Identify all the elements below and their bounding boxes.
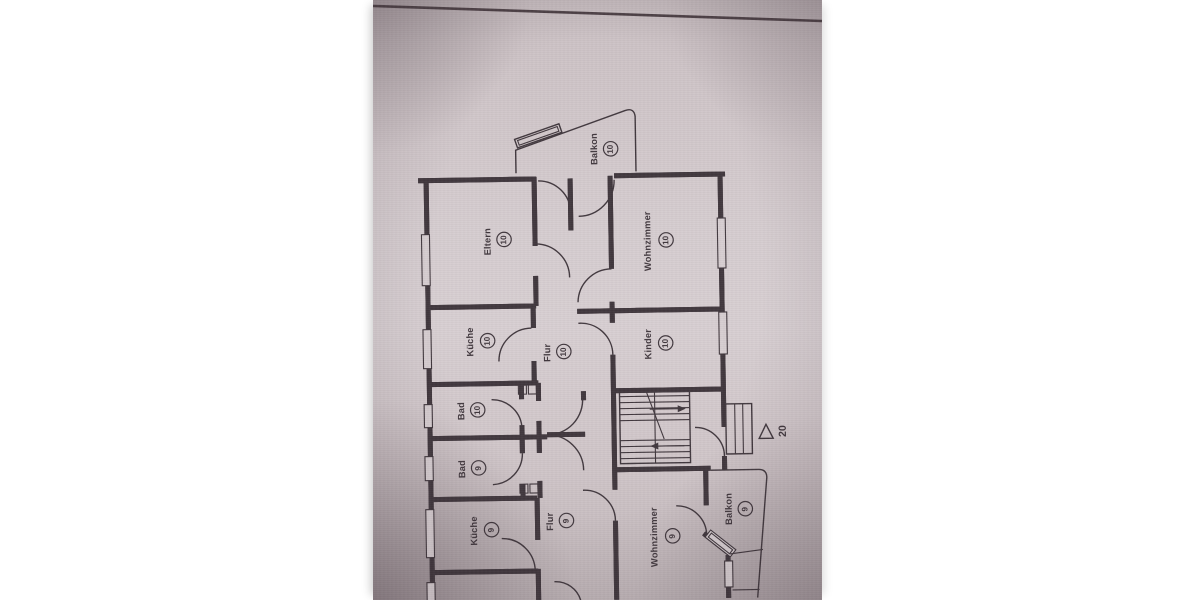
room-label-bad10: Bad 10 (456, 402, 486, 420)
room-number: 9 (740, 506, 749, 511)
room-number-circle (556, 343, 572, 360)
floorplan-photo: Balkon 10 Eltern 10 Wohnzimmer 10 Küche (373, 0, 822, 600)
walls (418, 174, 732, 600)
room-number-circle (657, 335, 674, 351)
window-wohnzimmer9 (724, 560, 734, 588)
room-number: 9 (487, 527, 496, 532)
balcony9-door-window (704, 529, 737, 558)
room-number: 10 (606, 144, 615, 154)
room-label-kueche9: Küche 9 (469, 516, 500, 546)
room-label-kinder: Kinder 10 (643, 329, 674, 360)
entrance-marker: 20 (758, 422, 789, 440)
sheet-border-line (373, 4, 822, 23)
room-name: Flur (545, 512, 555, 531)
room-number: 10 (661, 235, 670, 245)
door-arcs (491, 179, 726, 600)
stair-arrow-up-icon (677, 405, 686, 413)
room-label-wohnzimmer10: Wohnzimmer 10 (642, 211, 674, 271)
window-kueche9 (425, 509, 436, 559)
shaft-symbols (517, 384, 539, 494)
balcony-9-outline (710, 468, 768, 598)
room-label-flur10: Flur 10 (542, 343, 572, 362)
room-name: Küche (465, 327, 475, 356)
room-number-circle (479, 332, 496, 349)
room-name: Eltern (482, 228, 492, 256)
room-number: 10 (483, 336, 492, 346)
room-name: Kinder (643, 329, 653, 360)
room-number-circle (558, 512, 575, 529)
room-name: Bad (457, 460, 467, 478)
room-number-circle (737, 500, 754, 517)
room-number: 10 (661, 338, 670, 348)
room-number: 10 (499, 235, 508, 245)
room-label-wohnzimmer9: Wohnzimmer 9 (649, 507, 681, 567)
room-number-circle (469, 402, 486, 418)
window-bad10 (423, 404, 434, 429)
window-bad9 (424, 456, 434, 482)
room-labels: Balkon 10 Eltern 10 Wohnzimmer 10 Küche (456, 133, 754, 567)
room-name: Flur (542, 343, 552, 362)
room-number: 10 (473, 405, 482, 415)
stair-arrow-down-icon (650, 442, 659, 450)
room-name: Wohnzimmer (642, 211, 653, 271)
room-number-circle (483, 521, 500, 538)
entrance-number: 20 (777, 425, 789, 437)
room-number-circle (658, 232, 674, 248)
window-eltern (420, 234, 431, 287)
room-label-bad9: Bad 9 (457, 460, 487, 478)
stair-direction-line (645, 392, 665, 440)
window-kueche10 (422, 329, 433, 370)
room-label-balkon10: Balkon 10 (589, 133, 619, 165)
entrance-triangle-icon (758, 422, 775, 440)
balcony-10-outline (513, 109, 637, 174)
windows (420, 217, 737, 600)
entrance-steps (724, 402, 754, 455)
room-number-circle (602, 140, 619, 157)
room-label-eltern: Eltern 10 (482, 228, 512, 256)
room-name: Bad (456, 402, 466, 420)
window-lower-room (426, 582, 436, 600)
room-name: Wohnzimmer (649, 507, 660, 567)
room-label-flur9: Flur 9 (545, 512, 575, 531)
room-number: 10 (559, 347, 568, 357)
window-wohnzimmer10 (716, 217, 727, 269)
room-name: Balkon (589, 133, 600, 165)
room-name: Küche (469, 516, 479, 545)
room-number-circle (470, 460, 487, 476)
floorplan-drawing: Balkon 10 Eltern 10 Wohnzimmer 10 Küche (373, 4, 822, 600)
room-label-kueche10: Küche 10 (465, 327, 496, 357)
room-label-balkon9: Balkon 9 (723, 493, 754, 525)
room-number: 9 (668, 534, 677, 539)
room-name: Balkon (723, 493, 734, 525)
room-number-circle (496, 231, 512, 248)
room-number: 9 (562, 518, 571, 523)
room-number: 9 (474, 466, 483, 471)
staircase (618, 388, 692, 465)
window-kinder (718, 311, 728, 355)
room-number-circle (664, 528, 681, 544)
